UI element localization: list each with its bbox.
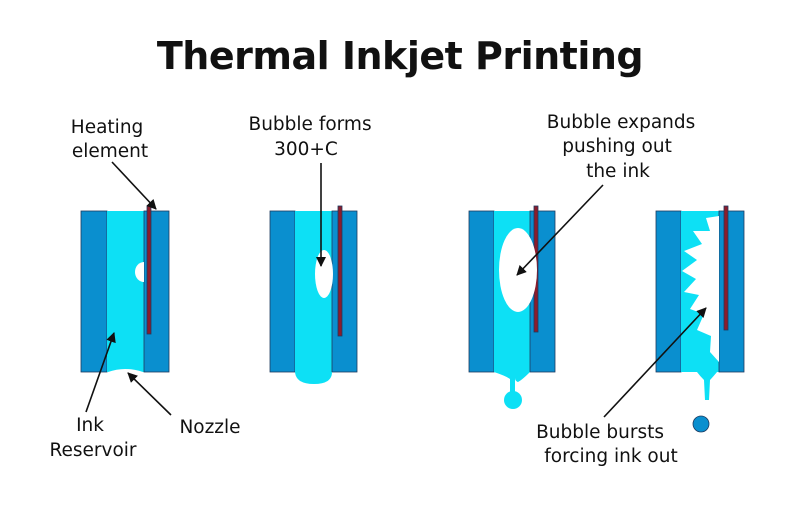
label-line: forcing ink out <box>544 446 677 467</box>
label-bubble-bursts: Bubble bursts forcing ink out <box>536 422 678 467</box>
burst-bubble <box>682 216 719 362</box>
label-line: pushing out <box>562 136 672 157</box>
arrow-bubble-bursts <box>603 307 707 418</box>
nozzle-meniscus <box>108 369 143 372</box>
ink-bulge <box>295 372 332 384</box>
ink-tail <box>697 372 717 400</box>
label-bubble-expands: Bubble expands pushing out the ink <box>547 112 701 182</box>
label-line: Bubble expands <box>547 112 696 133</box>
label-bubble-forms: Bubble forms 300+C <box>249 114 378 160</box>
arrow-bubble-expands <box>516 184 604 276</box>
label-heating-element: Heating element <box>71 117 149 162</box>
label-line: Bubble bursts <box>536 422 664 443</box>
label-line: the ink <box>586 161 650 182</box>
label-ink-reservoir: Ink Reservoir <box>49 415 136 461</box>
small-bubble <box>135 262 144 282</box>
heating-element <box>723 205 729 331</box>
left-wall <box>269 210 296 373</box>
ejected-ink-drop <box>692 415 710 433</box>
label-line: Reservoir <box>49 440 136 461</box>
left-wall <box>468 210 495 373</box>
label-line: Heating <box>71 117 144 138</box>
stage-4-nozzle <box>655 205 745 433</box>
forming-bubble <box>315 250 333 298</box>
expanding-bubble <box>499 228 537 312</box>
stage-1-nozzle <box>80 205 170 373</box>
arrow-heating-element <box>111 161 157 210</box>
heating-element <box>146 205 152 335</box>
label-line: Bubble forms <box>249 114 372 135</box>
label-line: Nozzle <box>179 417 240 438</box>
ink-droplet-forming <box>504 391 522 409</box>
right-wall <box>718 210 745 373</box>
arrow-ink-reservoir <box>85 332 116 413</box>
label-nozzle: Nozzle <box>179 417 240 438</box>
stage-3-nozzle <box>468 205 556 409</box>
stage-2-nozzle <box>269 205 358 384</box>
ink-channel <box>107 211 144 372</box>
right-wall <box>331 210 358 373</box>
left-wall <box>655 210 682 373</box>
heating-element <box>337 205 343 337</box>
ink-stream <box>494 372 530 393</box>
diagram-title: Thermal Inkjet Printing <box>156 34 644 78</box>
left-wall <box>80 210 108 373</box>
label-line: 300+C <box>274 139 338 160</box>
label-line: Ink <box>76 415 104 436</box>
label-line: element <box>72 141 148 162</box>
arrow-nozzle <box>127 372 172 416</box>
